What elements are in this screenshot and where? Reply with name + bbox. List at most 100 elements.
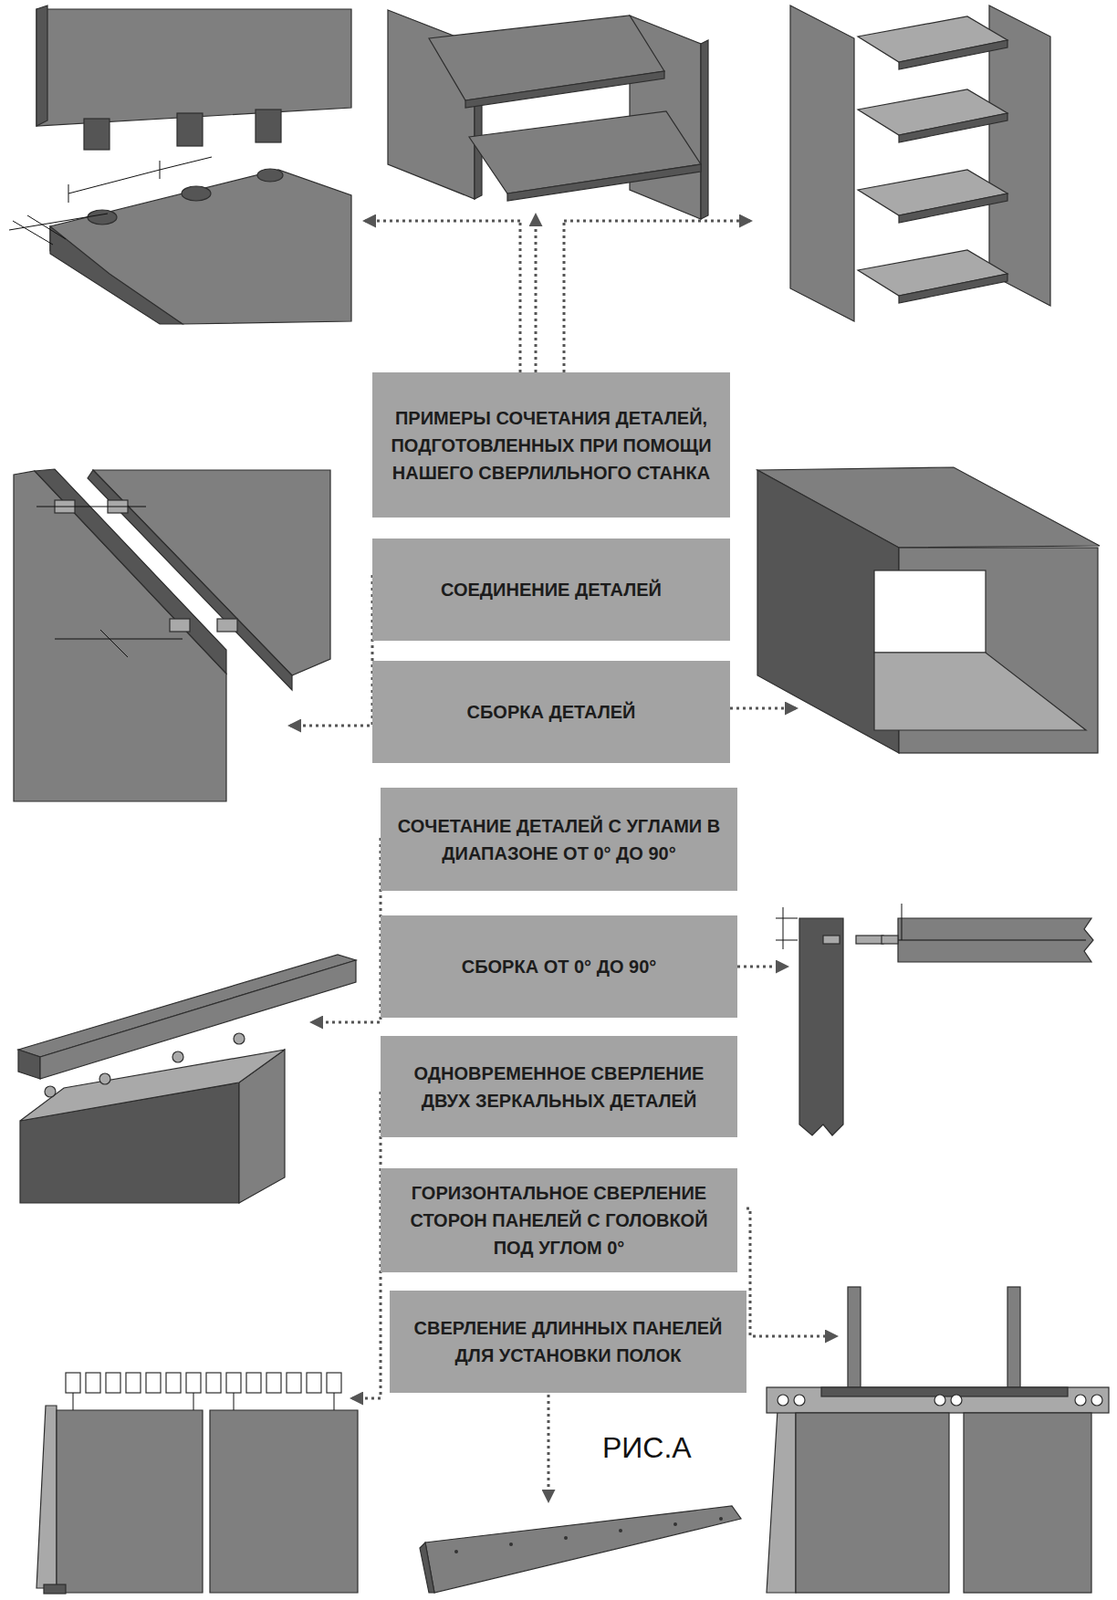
horizontal-drilling-figure-part	[795, 1412, 950, 1593]
drill-heads-part	[266, 1372, 282, 1393]
exploded-cabinet-figure-part	[428, 15, 665, 101]
l-joint-figure-part	[897, 918, 1094, 962]
drill-heads-part	[246, 1372, 261, 1393]
angled-joint-figure-part	[18, 954, 356, 1057]
drill-heads-part	[206, 1372, 221, 1393]
drill-heads	[65, 1372, 342, 1410]
dowel-panel-figure-part	[27, 215, 66, 240]
angled-joint-figure-part	[18, 1049, 41, 1079]
drill-heads-part	[125, 1372, 141, 1393]
mirror-drilling-figure-part	[43, 1584, 66, 1594]
l-joint-figure-part	[775, 939, 798, 941]
dotted-pointers-part	[563, 219, 751, 223]
dowel-panel-figure-part	[181, 186, 211, 201]
angled-joint-figure-part	[44, 1085, 56, 1097]
angled-joint-figure-part	[99, 1073, 111, 1085]
process-box: СОЧЕТАНИЕ ДЕТАЛЕЙ С УГЛАМИ В ДИАПАЗОНЕ О…	[380, 787, 738, 891]
long-panel-figure	[419, 1505, 742, 1593]
shelf-unit-figure-part	[898, 40, 1008, 70]
process-box: СБОРКА ДЕТАЛЕЙ	[372, 660, 731, 763]
angled-joint-figure-part	[40, 960, 356, 1079]
assembled-box-figure-part	[874, 570, 986, 653]
l-joint-figure-part	[775, 918, 798, 919]
dowel-panel-figure	[9, 5, 352, 324]
shelf-unit-figure	[790, 5, 1051, 322]
box-text: СБОРКА ОТ 0° ДО 90°	[461, 952, 658, 981]
dowel-panel-figure-part	[12, 220, 53, 245]
dowel-panel-figure-part	[257, 168, 283, 182]
box-text: ГОРИЗОНТАЛЬНОЕ СВЕРЛЕНИЕ СТОРОН ПАНЕЛЕЙ …	[393, 1179, 725, 1262]
horizontal-drilling-figure-part	[847, 1286, 861, 1389]
horizontal-drilling-figure-part	[1007, 1286, 1021, 1389]
horizontal-drilling-figure-part	[934, 1394, 946, 1406]
l-joint-figure-part	[856, 935, 884, 944]
shelf-unit-figure-part	[790, 5, 855, 322]
horizontal-drilling-figure-part	[1091, 1394, 1103, 1406]
process-box: СОЕДИНЕНИЕ ДЕТАЛЕЙ	[372, 538, 731, 641]
corner-joint-figure-part	[217, 618, 238, 632]
angled-joint-figure	[18, 954, 356, 1203]
horizontal-drilling-figure-part	[821, 1387, 1068, 1397]
long-panel-figure-part	[454, 1549, 459, 1554]
l-joint-figure-part	[881, 935, 898, 944]
drill-heads-part	[73, 1392, 74, 1410]
drill-heads-part	[306, 1372, 322, 1393]
corner-joint-figure-part	[87, 469, 293, 690]
dowel-panel-figure-part	[36, 9, 352, 126]
box-text: СОЕДИНЕНИЕ ДЕТАЛЕЙ	[440, 575, 662, 604]
dotted-pointers-part	[352, 1091, 381, 1399]
horizontal-drilling-figure-part	[1075, 1394, 1086, 1406]
drill-heads-part	[233, 1392, 235, 1410]
corner-joint-figure-part	[36, 506, 147, 508]
exploded-cabinet-figure-part	[469, 111, 701, 194]
shelf-unit-figure-part	[898, 193, 1008, 223]
mirror-drilling-figure-part	[209, 1409, 358, 1593]
drill-heads-part	[65, 1372, 81, 1393]
mirror-drilling-figure	[36, 1372, 358, 1594]
dotted-pointers-part	[365, 219, 521, 223]
dotted-pointers-part	[312, 837, 381, 1023]
long-panel-figure-part	[425, 1505, 742, 1593]
process-box: СВЕРЛЕНИЕ ДЛИННЫХ ПАНЕЛЕЙ ДЛЯ УСТАНОВКИ …	[389, 1290, 747, 1393]
dotted-pointers	[290, 215, 836, 1501]
long-panel-figure-part	[673, 1522, 678, 1526]
shelf-unit-figure-part	[898, 273, 1008, 303]
drill-heads-part	[326, 1372, 342, 1393]
dowel-panel-figure-part	[255, 109, 282, 143]
dotted-pointers-part	[730, 707, 796, 710]
shelf-unit-figure-part	[989, 5, 1051, 306]
drill-heads-part	[166, 1372, 181, 1393]
box-text: ОДНОВРЕМЕННОЕ СВЕРЛЕНИЕ ДВУХ ЗЕРКАЛЬНЫХ …	[393, 1059, 725, 1115]
horizontal-drilling-figure-part	[793, 1394, 805, 1406]
dotted-pointers-part	[519, 220, 522, 373]
exploded-cabinet-figure-part	[700, 40, 709, 220]
angled-joint-figure-part	[172, 1051, 184, 1063]
shelf-unit-figure-part	[898, 113, 1008, 143]
dowel-panel-figure-part	[83, 118, 110, 150]
dowel-panel-figure-part	[50, 226, 183, 324]
dotted-pointers-part	[737, 965, 787, 969]
drill-heads-part	[146, 1372, 161, 1393]
drill-heads-part	[193, 1392, 195, 1410]
mirror-drilling-figure-part	[56, 1409, 203, 1593]
l-joint-figure	[775, 903, 1094, 1136]
dotted-pointers-part	[563, 220, 566, 373]
horizontal-drilling-figure-part	[766, 1409, 796, 1593]
drill-heads-part	[286, 1372, 302, 1393]
drill-heads-part	[334, 1392, 335, 1410]
box-text: ПРИМЕРЫ СОЧЕТАНИЯ ДЕТАЛЕЙ, ПОДГОТОВЛЕННЫ…	[385, 404, 718, 487]
l-joint-figure-part	[782, 907, 784, 950]
assembled-box-figure-part	[874, 652, 1086, 731]
l-joint-figure-part	[897, 939, 1086, 941]
process-box: СБОРКА ОТ 0° ДО 90°	[380, 915, 738, 1018]
assembled-box-figure	[757, 467, 1100, 753]
long-panel-figure-part	[719, 1516, 723, 1521]
l-joint-figure-part	[799, 918, 844, 1136]
dowel-panel-figure-part	[36, 5, 48, 126]
dotted-pointers-part	[547, 1394, 551, 1501]
dowel-panel-figure-part	[177, 113, 203, 147]
long-panel-figure-part	[509, 1542, 513, 1546]
horizontal-drilling-figure-part	[950, 1394, 962, 1406]
exploded-cabinet-figure-part	[507, 164, 701, 201]
